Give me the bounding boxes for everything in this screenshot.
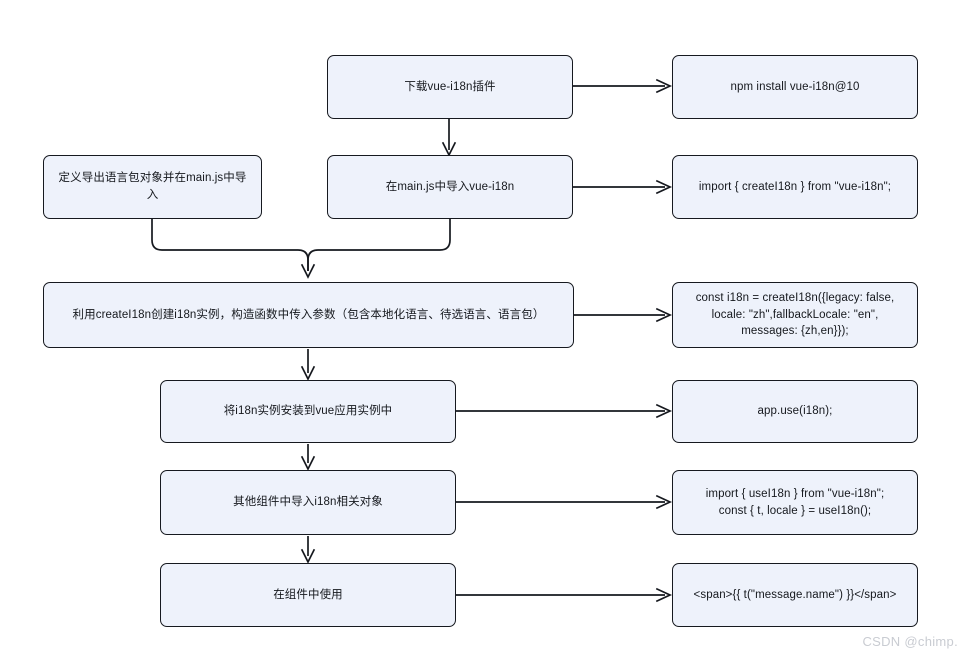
node-import-create-i18n[interactable]: import { createI18n } from "vue-i18n"; xyxy=(672,155,918,219)
arrowhead-download-to-importmain xyxy=(441,141,457,157)
node-app-use-code[interactable]: app.use(i18n); xyxy=(672,380,918,443)
node-use-in-component[interactable]: 在组件中使用 xyxy=(160,563,456,627)
node-npm-install[interactable]: npm install vue-i18n@10 xyxy=(672,55,918,119)
node-create-i18n-code[interactable]: const i18n = createI18n({legacy: false, … xyxy=(672,282,918,348)
node-download-plugin[interactable]: 下载vue-i18n插件 xyxy=(327,55,573,119)
arrowhead-download-to-npm xyxy=(655,78,673,94)
node-use-i18n-code[interactable]: import { useI18n } from "vue-i18n"; cons… xyxy=(672,470,918,535)
edge-importmain-to-createinstance xyxy=(307,219,451,271)
arrowhead-install-to-importcomp xyxy=(300,455,316,471)
arrowhead-importcomp-to-usecomp xyxy=(300,548,316,564)
node-create-instance[interactable]: 利用createI18n创建i18n实例，构造函数中传入参数（包含本地化语言、待… xyxy=(43,282,574,348)
arrowhead-usecomp-to-code xyxy=(655,587,673,603)
node-template-code[interactable]: <span>{{ t("message.name") }}</span> xyxy=(672,563,918,627)
csdn-watermark: CSDN @chimp. xyxy=(862,634,958,649)
arrowhead-merge-to-createinstance xyxy=(300,263,316,279)
arrowhead-importmain-to-code xyxy=(655,179,673,195)
node-define-locale-pack[interactable]: 定义导出语言包对象并在main.js中导入 xyxy=(43,155,262,219)
node-import-in-main[interactable]: 在main.js中导入vue-i18n xyxy=(327,155,573,219)
arrowhead-install-to-code xyxy=(655,403,673,419)
edge-localepack-to-createinstance xyxy=(151,219,309,271)
arrowhead-importcomp-to-code xyxy=(655,494,673,510)
arrowhead-createinstance-to-code xyxy=(655,307,673,323)
node-install-to-app[interactable]: 将i18n实例安装到vue应用实例中 xyxy=(160,380,456,443)
node-import-in-components[interactable]: 其他组件中导入i18n相关对象 xyxy=(160,470,456,535)
arrowhead-createinstance-to-install xyxy=(300,365,316,381)
